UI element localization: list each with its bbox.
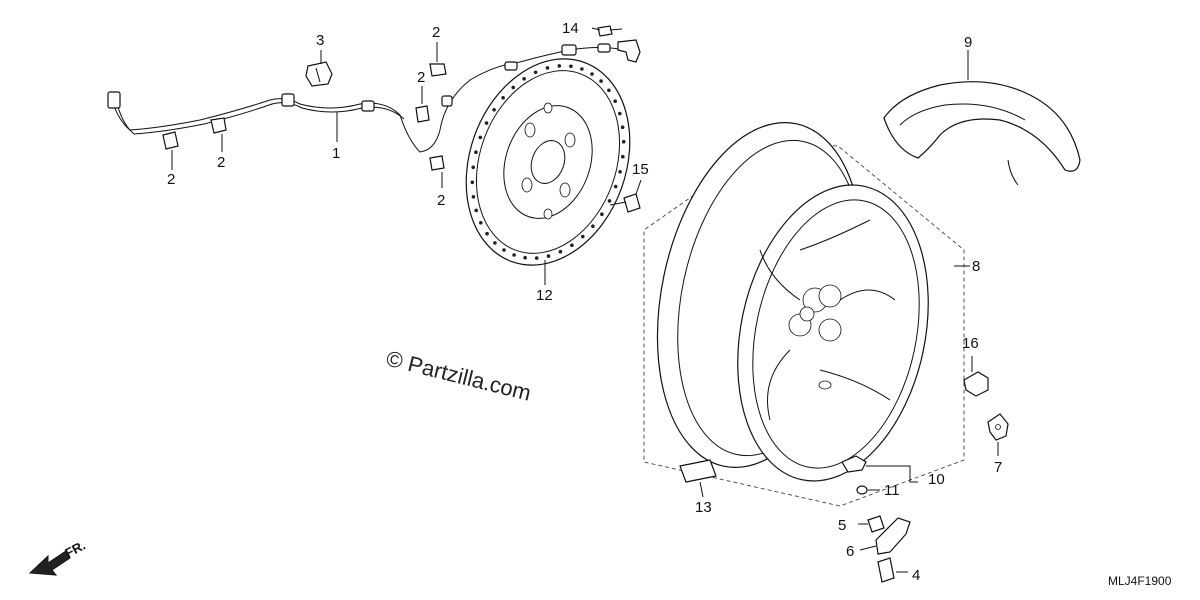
disc-perforation [581, 234, 585, 239]
leader-lines [171, 27, 999, 573]
disc-perforation [590, 72, 594, 76]
sensor-bracket [305, 61, 333, 87]
disc-perforation [621, 139, 626, 144]
callout-16: 16 [962, 335, 979, 352]
callout-6: 6 [846, 543, 854, 560]
callout-3: 3 [316, 32, 324, 49]
disc-perforation [474, 208, 479, 213]
disc-bolt [609, 193, 641, 213]
callout-8: 8 [972, 258, 980, 275]
speed-sensor-harness [107, 39, 641, 153]
disc-perforation [607, 199, 612, 203]
disc-perforation [470, 180, 475, 185]
disc-perforation [492, 108, 496, 112]
disc-perforation [558, 249, 563, 254]
disc-perforation [599, 79, 603, 83]
callout-7: 7 [994, 459, 1002, 476]
disc-perforation [485, 231, 489, 236]
callout-2: 2 [437, 192, 445, 209]
disc-perforation [620, 125, 625, 129]
disc-perforation [501, 96, 505, 100]
valve-cap [877, 557, 895, 583]
valve-nut [867, 515, 885, 533]
callout-11: 11 [884, 482, 900, 499]
callout-4: 4 [912, 567, 920, 584]
valve-elbow [875, 517, 911, 555]
disc-perforation [618, 111, 622, 116]
callout-13: 13 [695, 499, 712, 516]
sensor-bolt [597, 25, 623, 37]
valve-stem [841, 455, 867, 473]
callout-2: 2 [167, 171, 175, 188]
wheel-nut [963, 371, 989, 397]
callout-2: 2 [217, 154, 225, 171]
disc-perforation [471, 165, 476, 170]
callout-10: 10 [928, 471, 945, 488]
tyre [883, 81, 1081, 186]
callout-2: 2 [417, 69, 425, 86]
disc-perforation [511, 85, 515, 90]
disc-perforation [613, 99, 617, 103]
callout-5: 5 [838, 517, 846, 534]
disc-perforation [545, 66, 550, 70]
callout-9: 9 [964, 34, 972, 51]
disc-perforation [591, 224, 595, 228]
disc-perforation [600, 212, 604, 216]
disc-perforation [569, 64, 573, 69]
disc-perforation [478, 135, 483, 140]
callout-1: 1 [332, 145, 340, 162]
disc-perforation [570, 243, 574, 247]
brake-disc [465, 58, 631, 266]
disc-perforation [479, 221, 483, 225]
balance-weight [679, 459, 717, 483]
disc-perforation [534, 256, 539, 260]
disc-perforation [502, 248, 506, 252]
watermark: © Partzilla.com [384, 346, 534, 406]
callout-12: 12 [536, 287, 553, 304]
front-direction-arrow-icon [28, 550, 71, 576]
valve-o-ring [856, 485, 868, 495]
cast-wheel [643, 122, 965, 507]
callout-2: 2 [432, 24, 440, 41]
disc-perforation [618, 170, 622, 174]
disc-perforation [512, 253, 516, 257]
disc-perforation [580, 67, 584, 71]
disc-perforation [557, 64, 562, 68]
harness-clips [162, 63, 447, 171]
disc-perforation [533, 70, 538, 75]
diagram-code: MLJ4F1900 [1108, 574, 1172, 588]
disc-perforation [522, 77, 526, 81]
disc-perforation [607, 88, 611, 93]
callout-14: 14 [562, 20, 579, 37]
washer-plate [987, 413, 1009, 441]
disc-perforation [613, 184, 618, 189]
disc-perforation [546, 254, 551, 258]
disc-perforation [484, 121, 489, 125]
callout-15: 15 [632, 161, 649, 178]
disc-perforation [523, 255, 527, 260]
disc-perforation [474, 150, 478, 154]
disc-perforation [493, 241, 497, 245]
disc-perforation [471, 195, 476, 199]
disc-perforation [621, 154, 625, 159]
